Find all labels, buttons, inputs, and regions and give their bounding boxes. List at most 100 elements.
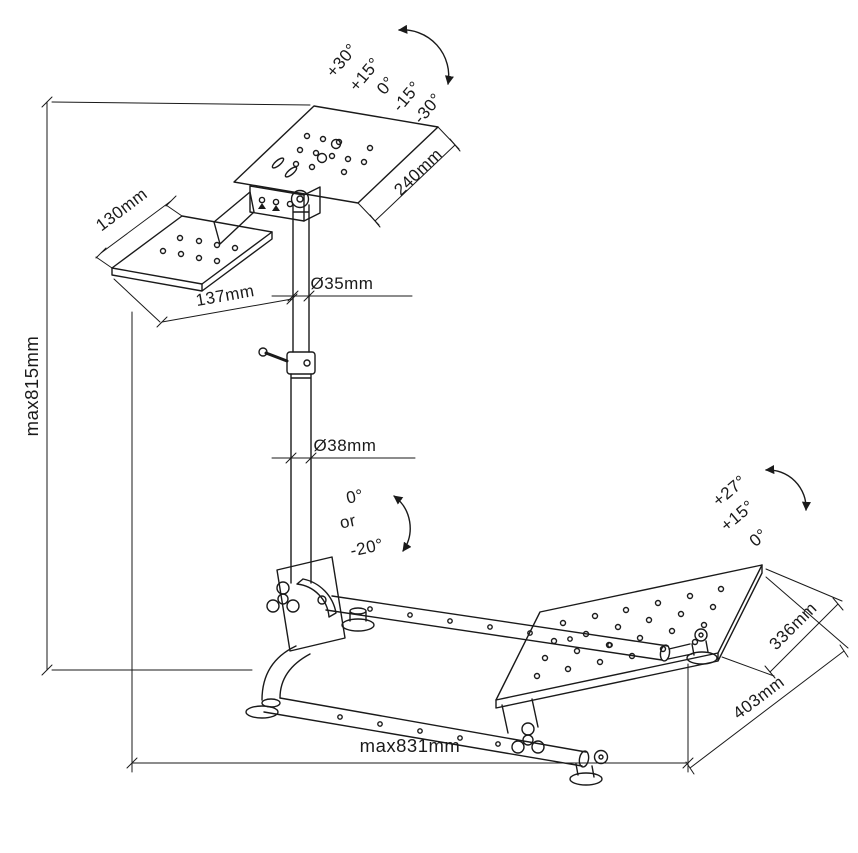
hinge-bracket [276,556,346,652]
wheel-plate-depth-label: 240mm [390,145,446,200]
hinge-tri-knob [266,581,300,613]
front-foot-pad [569,772,603,786]
hole [700,621,708,629]
hole [344,155,352,163]
hole [292,160,300,168]
pole-tilt-minus20-label: -20° [349,535,386,561]
hole [511,740,525,754]
hole [573,647,581,655]
hinge-slot-bolt [317,595,327,605]
center-foot-cap [349,607,367,615]
upper-pole-tube [292,204,310,353]
rear-foot-knob-center [698,632,704,638]
front-rail-holes [337,714,501,747]
hole [591,612,599,620]
dimension-tick [287,290,315,302]
pedal-tilt-annotation: +27° +15° 0° [709,465,811,551]
hole [495,741,501,747]
dimension-tick [95,195,177,259]
hole [276,581,290,595]
hole [668,627,676,635]
hole [266,599,280,613]
max-length-label: max831mm [360,735,461,756]
pole-tilt-annotation: 0° or -20° [338,486,412,561]
lower-pole-tube [290,373,312,584]
clamp-bolt [303,359,311,367]
hole [686,592,694,600]
support-pole [258,204,316,584]
front-rail-end-cap [578,750,590,768]
hole [567,636,573,642]
hole [312,149,320,157]
tilt-label-zero: 0° [373,73,399,98]
front-rail-elbow [261,645,311,701]
hole [308,163,316,171]
dimension-max-length: max831mm [126,311,694,773]
dimension-shifter-137: 137mm [113,278,298,328]
hole [286,599,300,613]
hole [337,714,343,720]
rear-rail-end-cap [659,644,671,662]
center-foot-pad [341,618,375,632]
warning-triangle-icon [272,205,280,211]
front-rail-tube [263,697,587,767]
pole-clamp [258,347,316,375]
shifter-plate-outline [111,215,273,285]
hole [330,138,342,150]
rear-foot-bracket [667,643,693,660]
dimension-tick [41,96,53,676]
dimension-line [689,650,845,769]
hole [636,634,644,642]
pedal-tilt-arc-arrow [765,465,811,511]
pedal-plate-support [501,698,539,734]
dimension-max-height: max815mm [21,96,311,676]
hole [340,168,348,176]
rear-rail-holes [367,606,613,648]
clamp-lever [264,351,289,363]
pole-tilt-zero-label: 0° [344,486,365,508]
dimension-tick [685,644,849,775]
rear-rail-tube [325,595,669,661]
hole [659,645,667,653]
hole [614,623,622,631]
dimension-wheel-plate-240: 240mm [357,126,461,228]
rear-foot-knob [694,628,708,642]
dimension-pole-38: Ø38mm [271,436,416,464]
hole [564,665,572,673]
pedal-plate-edge [495,564,763,709]
dimension-line [161,298,293,323]
hole [177,250,185,258]
hole [457,735,463,741]
hole [360,158,368,166]
hole [272,198,280,206]
pole-tilt-arc-arrow [393,495,412,552]
hole [231,244,239,252]
bracket-holes [258,196,294,208]
plate-bracket-side [303,186,321,222]
hole [645,616,653,624]
hole [709,603,717,611]
front-rail-knob-center [598,754,604,760]
hole [559,619,567,627]
hole [531,740,545,754]
dimension-tick [285,452,317,464]
hole [622,606,630,614]
shifter-plate-edge [111,231,273,292]
hole [319,135,327,143]
dimension-pole-35: Ø35mm [271,274,413,302]
hole [691,638,699,646]
clamp-lever-knob [258,347,268,357]
clamp-collar [286,351,316,375]
front-rail-knob [593,749,609,765]
hole [366,144,374,152]
hole [296,146,304,154]
extension-line [51,101,311,106]
slot-hole [271,157,285,169]
dimension-line [100,200,172,254]
pedal-tilt-zero-label: 0° [746,525,771,551]
warning-triangle-icon [258,203,266,209]
hole [303,132,311,140]
hole [407,612,413,618]
wheel-plate-holes [292,132,374,176]
